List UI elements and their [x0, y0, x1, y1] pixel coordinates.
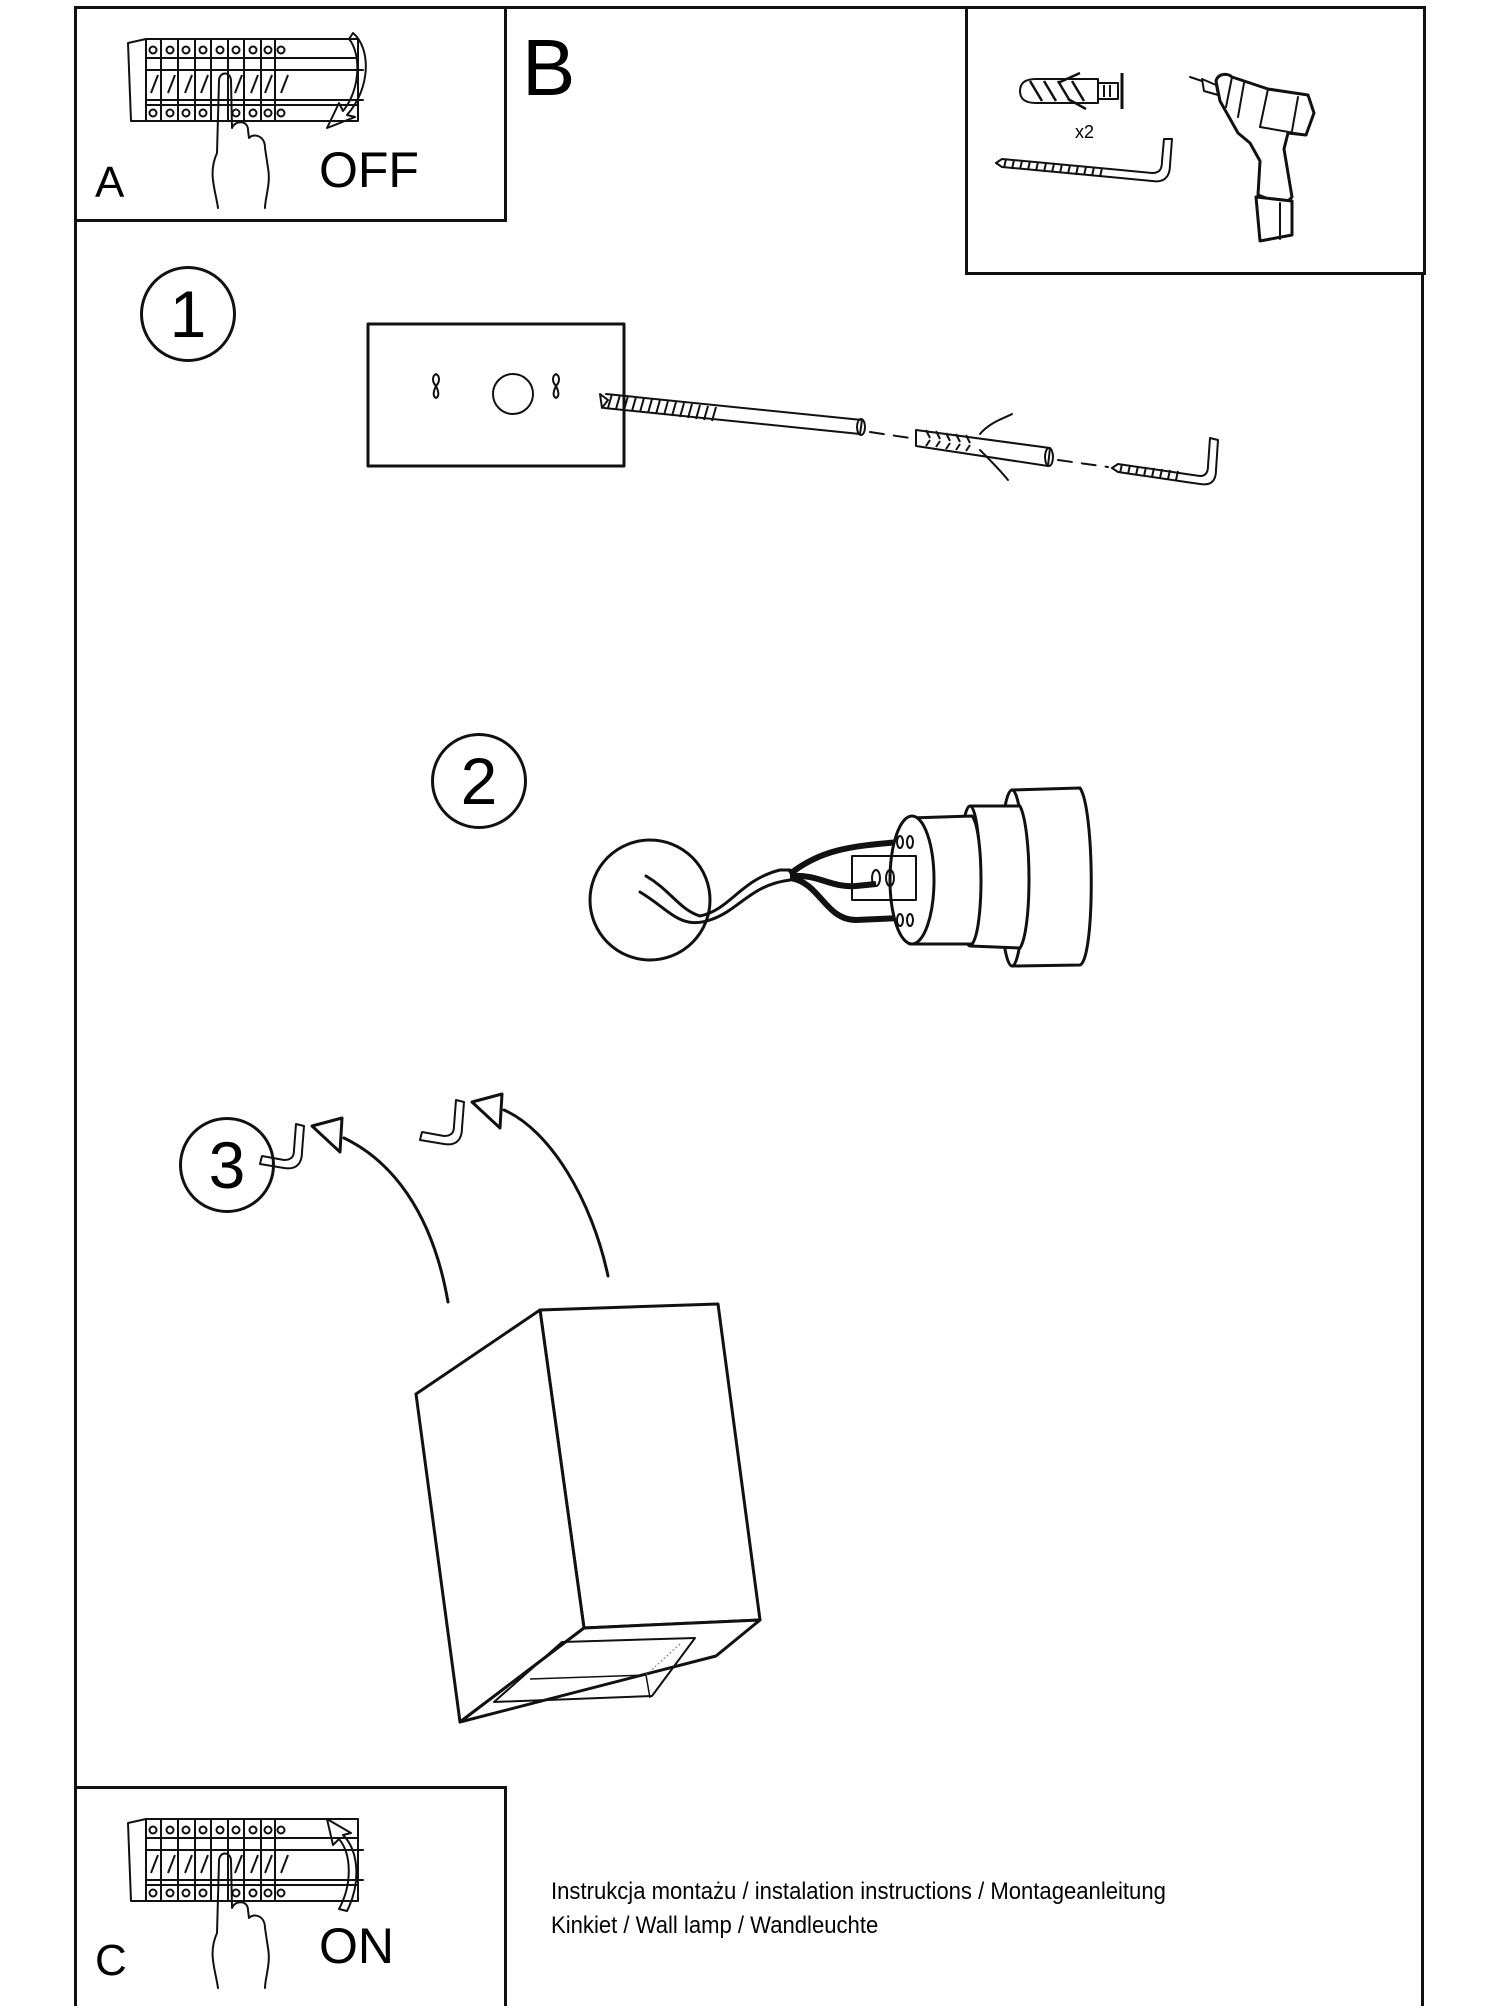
step-1-badge: 1	[140, 266, 236, 362]
terminal-block	[851, 855, 917, 901]
panel-a-label: A	[95, 158, 125, 207]
drill-icon	[1189, 72, 1316, 243]
cube-wall-lamp	[414, 1302, 762, 1724]
wall-box	[588, 838, 712, 962]
step-2-number: 2	[460, 744, 498, 818]
wall-plug	[915, 413, 1054, 481]
hook-left	[259, 1123, 305, 1170]
hook-right	[419, 1099, 465, 1146]
page-frame	[74, 6, 1424, 2006]
panel-a-action: OFF	[319, 142, 419, 198]
step-3-number: 3	[208, 1128, 246, 1202]
document-title-line-2: Kinkiet / Wall lamp / Wandleuchte	[551, 1912, 879, 1939]
hang-lamp-on-hooks-icon	[259, 1092, 762, 1724]
hook-screw	[1111, 437, 1219, 486]
wall-plug-quantity: x2	[1075, 122, 1095, 142]
cable-hole	[492, 373, 534, 415]
keyhole-slot-left	[432, 373, 440, 399]
mounting-plate	[366, 322, 626, 468]
lamp-socket	[851, 786, 1093, 968]
keyhole-slot-right	[552, 373, 560, 399]
connect-wires-to-socket-icon	[588, 786, 1093, 968]
circuit-breaker-off-icon	[127, 32, 367, 209]
panel-c-label: C	[95, 1936, 127, 1985]
hook-screw-icon	[995, 138, 1173, 183]
panel-b-label: B	[522, 23, 576, 112]
arrow-right	[502, 1108, 610, 1278]
mount-plate-to-wall-icon	[366, 322, 1219, 486]
wall-plug-icon	[1019, 71, 1124, 111]
arrow-left	[342, 1136, 450, 1304]
drill-bit	[599, 393, 866, 436]
panel-c-power-on: C ON	[74, 1786, 507, 2006]
panel-c-action: ON	[319, 1918, 394, 1974]
circuit-breaker-on-icon	[127, 1818, 364, 1989]
step-2-badge: 2	[431, 733, 527, 829]
document-title-line-1: Instrukcja montażu / instalation instruc…	[551, 1878, 1166, 1905]
panel-b-tools: x2	[965, 6, 1426, 275]
breaker-terminals-top	[145, 57, 364, 106]
step-3-badge: 3	[179, 1117, 275, 1213]
panel-a-power-off: A OFF	[74, 6, 507, 222]
step-1-number: 1	[169, 277, 207, 351]
